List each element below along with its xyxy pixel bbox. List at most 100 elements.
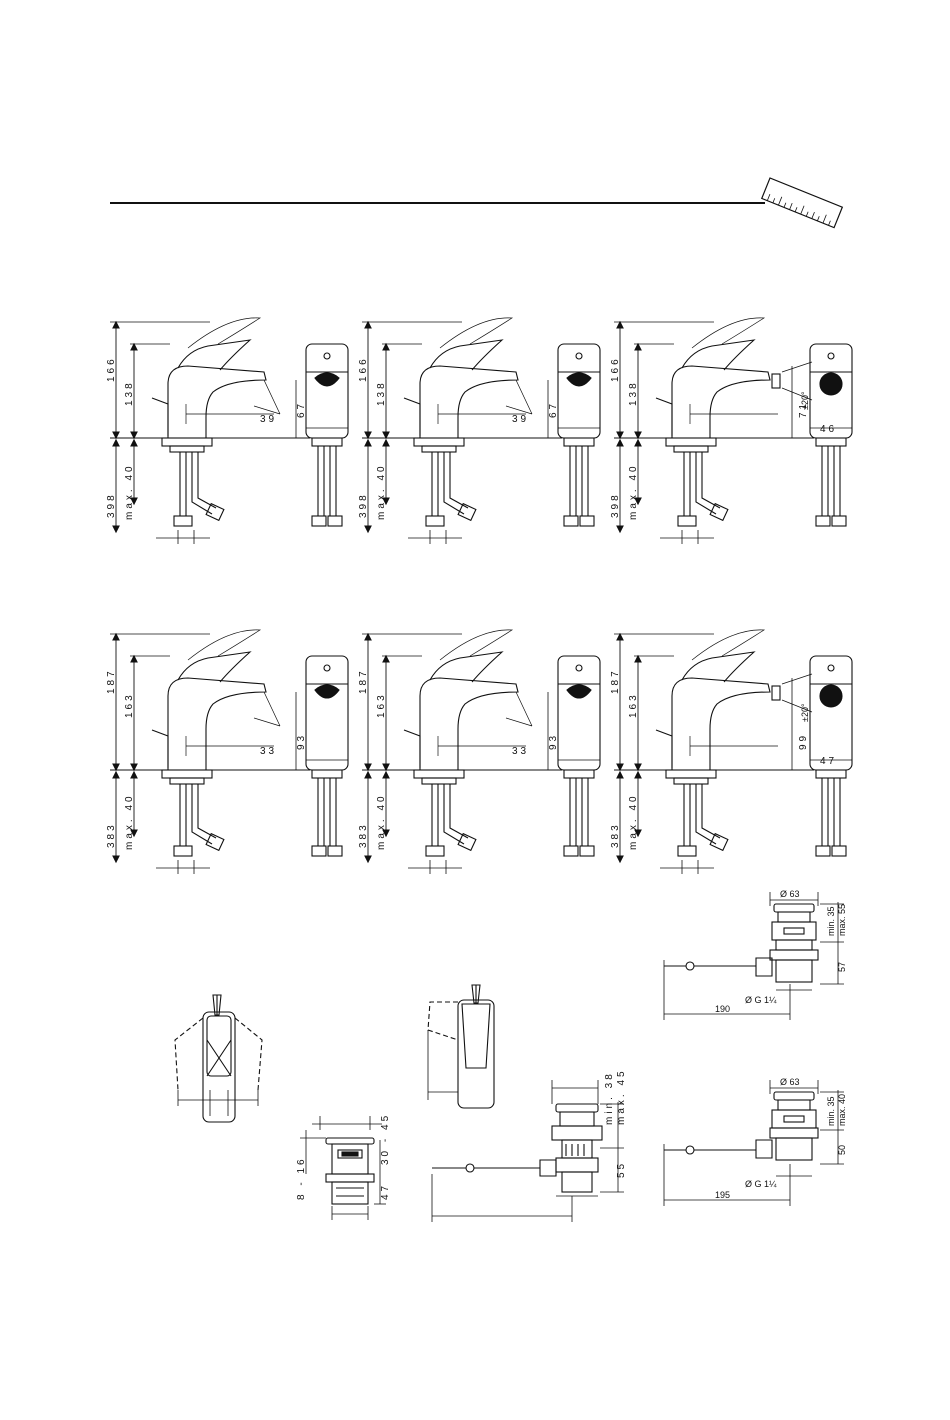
- waste2-h: 50: [837, 1145, 847, 1155]
- height-total: 166: [106, 356, 117, 382]
- faucet-body: [672, 678, 770, 770]
- spout-outlet: [315, 373, 339, 386]
- popup-rod: [404, 730, 420, 768]
- handle-rotation-view: [175, 995, 262, 1122]
- popup-rod: [404, 398, 420, 436]
- spout-height: 67: [296, 401, 307, 418]
- faucet-body: [420, 366, 518, 438]
- height-below: 398: [106, 492, 117, 518]
- push-drain-dim-a: 30 - 45: [380, 1113, 391, 1165]
- waste1-min: min. 35: [826, 906, 836, 936]
- popup-waste-drawing: [432, 1080, 624, 1222]
- faucet-lever: [430, 652, 502, 682]
- faucet-lever: [682, 652, 754, 682]
- waste1-dia: Ø 63: [780, 889, 800, 899]
- faucet-front-view: [306, 656, 348, 770]
- height-total: 187: [106, 668, 117, 694]
- ruler-icon: [762, 178, 843, 228]
- spout-height: 93: [548, 733, 559, 750]
- height-spout: 138: [376, 380, 387, 406]
- faucet-front-view: [558, 344, 600, 438]
- hose-fitting: [174, 516, 192, 526]
- height-below: 383: [106, 822, 117, 848]
- height-max: max. 40: [124, 463, 135, 520]
- handle-side-view: [428, 985, 494, 1108]
- faucet-front-view: [306, 344, 348, 438]
- faucet-lever: [682, 340, 754, 370]
- height-max: max. 40: [376, 793, 387, 850]
- faucet-panel-row2-2: [362, 630, 600, 874]
- front-width: 47: [820, 756, 837, 767]
- popup-rod: [656, 730, 672, 768]
- hose-fitting: [426, 846, 444, 856]
- height-max: max. 40: [376, 463, 387, 520]
- faucet-panel-row1-1: [110, 318, 348, 544]
- height-max: max. 40: [124, 793, 135, 850]
- aerator-ball: [820, 685, 842, 707]
- height-spout: 138: [124, 380, 135, 406]
- height-total: 166: [610, 356, 621, 382]
- faucet-panel-row2-3: [614, 630, 852, 874]
- popup-min: min. 38: [604, 1071, 615, 1125]
- spout-height: 93: [296, 733, 307, 750]
- spout-outlet: [315, 685, 339, 698]
- waste2-thread: Ø G 1¼: [745, 1179, 777, 1189]
- popup-max: max. 45: [616, 1068, 627, 1125]
- waste2-len: 195: [715, 1190, 730, 1200]
- push-drain-dim-b: 8 - 16: [296, 1156, 307, 1200]
- mount-plate: [414, 770, 464, 778]
- height-total: 187: [610, 668, 621, 694]
- angle-dim: 33: [512, 746, 529, 757]
- faucet-front-view: [558, 656, 600, 770]
- height-below: 398: [610, 492, 621, 518]
- height-below: 398: [358, 492, 369, 518]
- bidet-nozzle: [772, 374, 780, 388]
- faucet-row-2: 187 163 383 max. 40 33 93 187 163 383 max. 40 33 93…: [106, 630, 852, 874]
- faucet-panel-row1-2: [362, 318, 600, 544]
- waste1-max: max. 55: [837, 904, 847, 936]
- faucet-body: [168, 678, 266, 770]
- height-max: max. 40: [628, 463, 639, 520]
- front-width: 46: [820, 424, 837, 435]
- hose-fitting: [174, 846, 192, 856]
- push-drain-drawing: [300, 1116, 386, 1220]
- waste1-h: 57: [837, 962, 847, 972]
- spout-height: 99: [798, 733, 809, 750]
- faucet-panel-row1-3: [614, 318, 852, 544]
- height-spout: 163: [376, 692, 387, 718]
- height-spout: 138: [628, 380, 639, 406]
- waste1-thread: Ø G 1¼: [745, 995, 777, 1005]
- angle-dim: 39: [260, 414, 277, 425]
- height-max: max. 40: [628, 793, 639, 850]
- waste2-dia: Ø 63: [780, 1077, 800, 1087]
- angle-dim: 33: [260, 746, 277, 757]
- hose-fitting: [678, 516, 696, 526]
- waste1-len: 190: [715, 1004, 730, 1014]
- popup-rod: [656, 398, 672, 436]
- popup-rod: [152, 730, 168, 768]
- mount-plate: [666, 438, 716, 446]
- height-total: 187: [358, 668, 369, 694]
- angle-dim: 39: [512, 414, 529, 425]
- mount-plate: [666, 770, 716, 778]
- aerator-ball: [820, 373, 842, 395]
- height-total: 166: [358, 356, 369, 382]
- faucet-lever: [430, 340, 502, 370]
- hose-fitting: [426, 516, 444, 526]
- push-drain-dim-c: 47: [380, 1183, 391, 1200]
- mount-plate: [162, 438, 212, 446]
- faucet-body: [672, 366, 770, 438]
- height-spout: 163: [628, 692, 639, 718]
- spout-outlet: [567, 373, 591, 386]
- faucet-front-view: [810, 656, 852, 770]
- spout-outlet: [567, 685, 591, 698]
- waste2-min: min. 35: [826, 1096, 836, 1126]
- waste2-max: max. 40: [837, 1094, 847, 1126]
- height-below: 383: [358, 822, 369, 848]
- faucet-panel-row2-1: [110, 630, 348, 874]
- faucet-body: [168, 366, 266, 438]
- faucet-lever: [178, 340, 250, 370]
